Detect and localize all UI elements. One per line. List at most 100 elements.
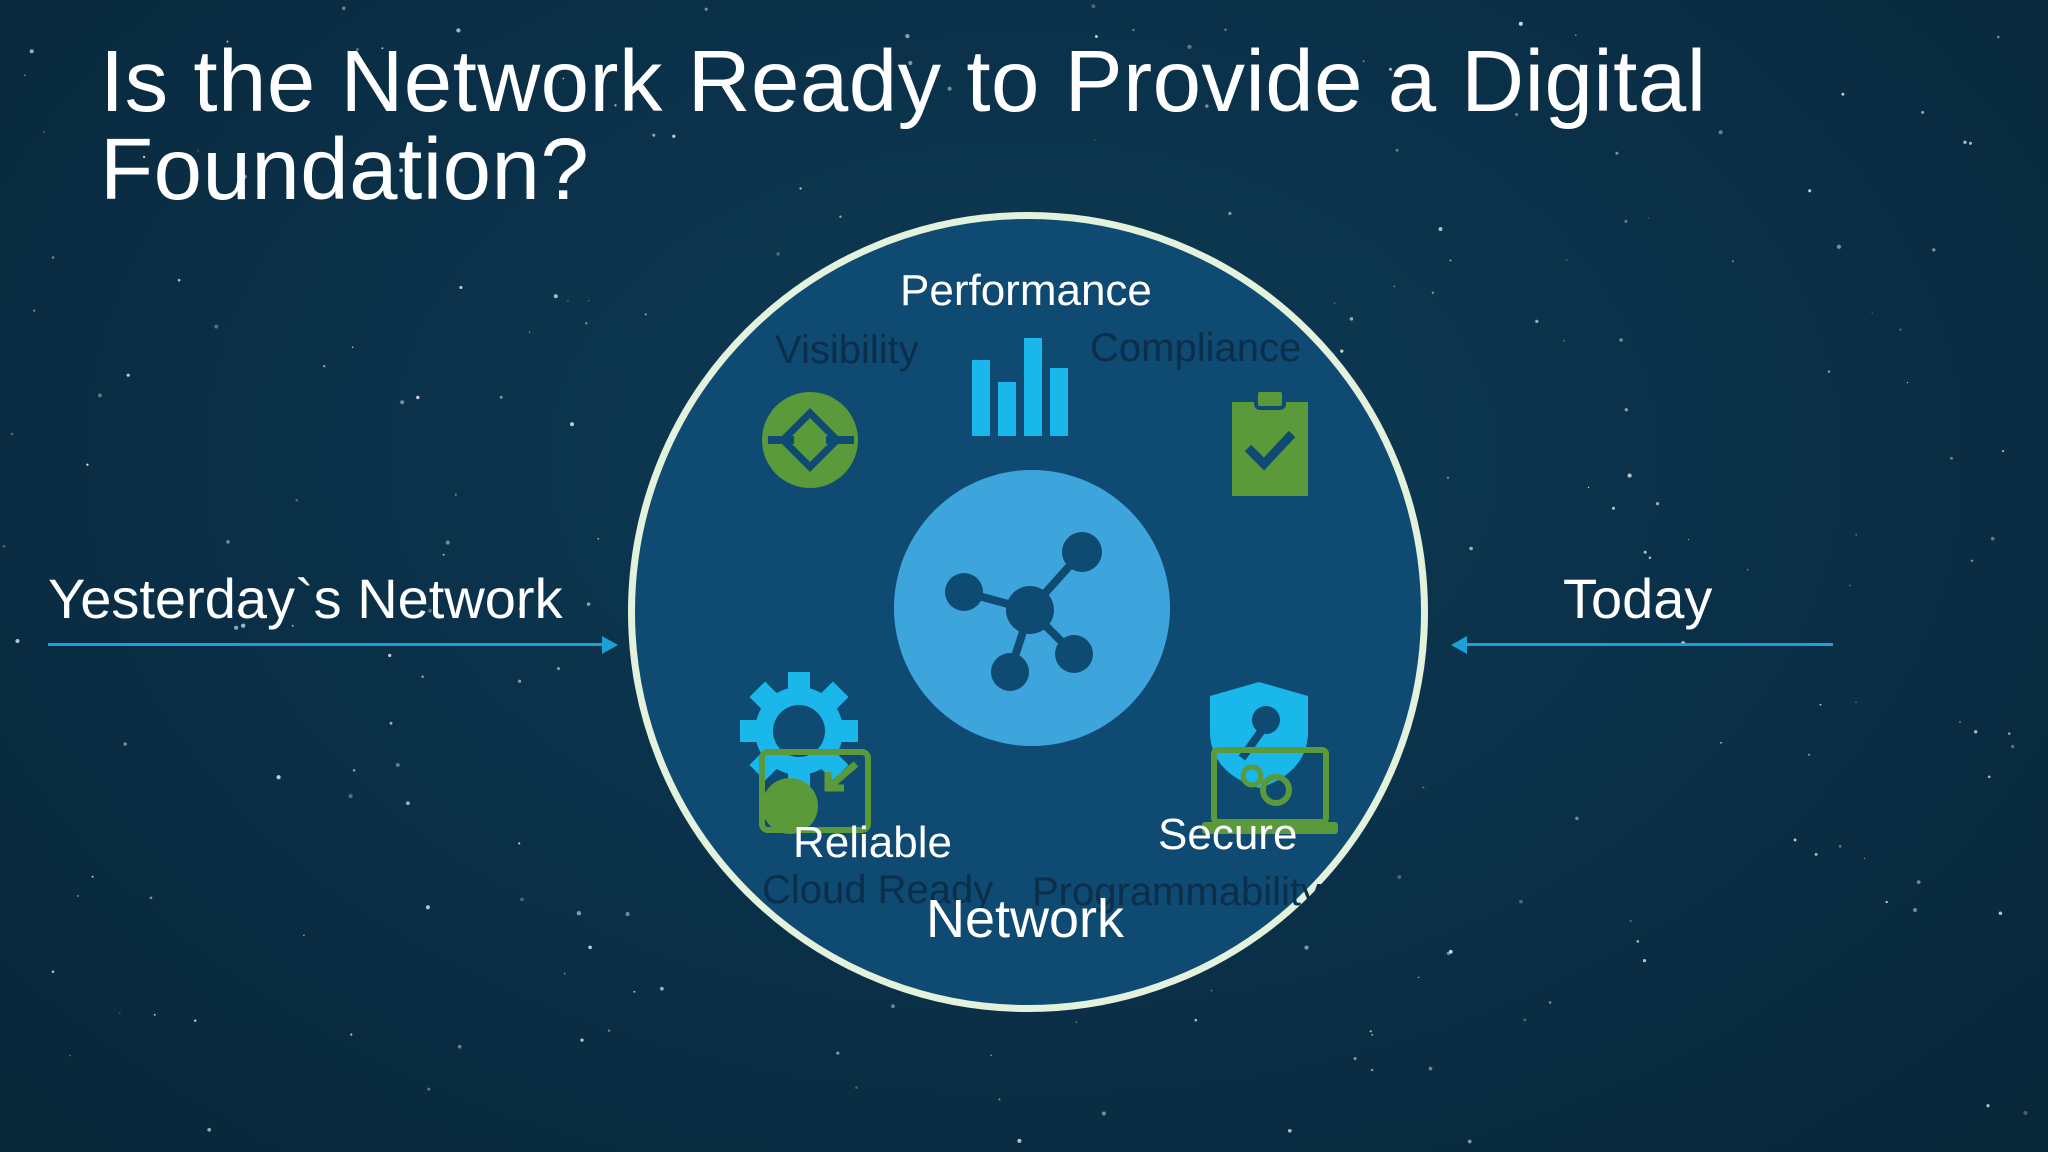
star-dot: [1518, 21, 1523, 26]
star-dot: [1863, 857, 1866, 860]
star-dot: [177, 278, 181, 282]
star-dot: [644, 313, 647, 316]
star-dot: [1642, 958, 1647, 963]
star-dot: [234, 625, 239, 630]
network-nodes-icon: [945, 532, 1102, 691]
star-dot: [1819, 703, 1822, 706]
star-dot: [776, 252, 780, 256]
star-dot: [1932, 248, 1936, 252]
star-dot: [597, 537, 600, 540]
star-dot: [1636, 940, 1640, 943]
star-dot: [1467, 1139, 1472, 1144]
star-dot: [1885, 900, 1888, 904]
star-dot: [1431, 291, 1435, 295]
star-dot: [1515, 112, 1519, 117]
star-dot: [180, 603, 183, 606]
star-dot: [123, 742, 127, 746]
star-dot: [633, 990, 636, 993]
star-dot: [276, 775, 281, 780]
cloud-ready-label: Cloud Ready: [762, 868, 994, 912]
star-dot: [1718, 130, 1723, 135]
star-dot: [226, 40, 229, 43]
star-dot: [374, 85, 377, 88]
secure-label: Secure: [1158, 810, 1298, 859]
star-dot: [1353, 1057, 1357, 1061]
star-dot: [1807, 753, 1811, 756]
star-dot: [588, 300, 590, 302]
star-dot: [226, 540, 230, 544]
star-dot: [86, 463, 89, 466]
star-dot: [1871, 312, 1873, 314]
star-dot: [1643, 550, 1647, 554]
star-dot: [1963, 140, 1967, 144]
star-dot: [588, 945, 592, 950]
star-dot: [342, 6, 346, 10]
star-dot: [237, 609, 241, 612]
star-dot: [1287, 1128, 1292, 1133]
star-dot: [416, 395, 420, 400]
star-dot: [518, 679, 522, 683]
star-dot: [1899, 328, 1902, 331]
star-dot: [241, 623, 246, 628]
star-dot: [1566, 258, 1568, 261]
star-dot: [1746, 568, 1749, 571]
right-arrow-line: [1465, 643, 1833, 646]
network-label: Network: [926, 889, 1125, 949]
star-dot: [553, 294, 558, 299]
star-dot: [1304, 945, 1309, 950]
star-dot: [1187, 44, 1192, 50]
star-dot: [1523, 1018, 1527, 1022]
star-dot: [153, 1013, 156, 1016]
star-dot: [1973, 730, 1978, 734]
star-dot: [389, 721, 393, 725]
star-dot: [197, 150, 200, 152]
star-dot: [425, 905, 430, 910]
star-dot: [855, 1086, 858, 1089]
star-dot: [1228, 211, 1232, 216]
star-dot: [1333, 302, 1336, 304]
star-dot: [1397, 874, 1402, 880]
star-dot: [1017, 1138, 1022, 1143]
star-dot: [1132, 28, 1135, 32]
star-dot: [1615, 151, 1619, 155]
star-dot: [350, 1033, 353, 1036]
star-dot: [214, 324, 219, 329]
clipboard-check-icon: [1232, 388, 1308, 496]
star-dot: [905, 33, 910, 39]
star-dot: [908, 60, 913, 66]
reliable-label: Reliable: [793, 818, 952, 867]
star-dot: [799, 187, 802, 190]
star-dot: [518, 842, 521, 845]
star-dot: [580, 1038, 584, 1042]
star-dot: [207, 1127, 212, 1132]
star-dot: [1841, 92, 1845, 96]
laptop-gears-icon: [1202, 747, 1338, 834]
right-arrow-head-icon: [1451, 636, 1467, 654]
visibility-diamond-icon: [762, 392, 858, 488]
star-dot: [119, 1012, 121, 1014]
star-dot: [291, 624, 294, 627]
star-dot: [456, 28, 461, 33]
star-dot: [1362, 60, 1365, 63]
slide-title: Is the Network Ready to Provide a Digita…: [100, 33, 1707, 218]
star-dot: [1906, 381, 1909, 384]
star-dot: [388, 653, 392, 658]
star-dot: [442, 553, 445, 556]
star-dot: [586, 602, 591, 606]
star-dot: [1194, 1018, 1198, 1022]
star-dot: [499, 395, 503, 399]
star-dot: [1563, 339, 1565, 342]
star-dot: [1655, 501, 1660, 506]
star-dot: [1448, 949, 1453, 954]
star-dot: [2, 544, 6, 548]
star-dot: [607, 1029, 611, 1032]
star-dot: [1210, 989, 1213, 992]
star-dot: [459, 285, 463, 290]
star-dot: [1912, 907, 1918, 913]
star-dot: [1793, 838, 1797, 842]
cloud-window-icon: [759, 749, 871, 834]
star-dot: [1393, 285, 1396, 288]
star-dot: [1449, 259, 1452, 262]
star-dot: [1101, 1111, 1106, 1116]
shield-key-icon: [1210, 682, 1308, 788]
